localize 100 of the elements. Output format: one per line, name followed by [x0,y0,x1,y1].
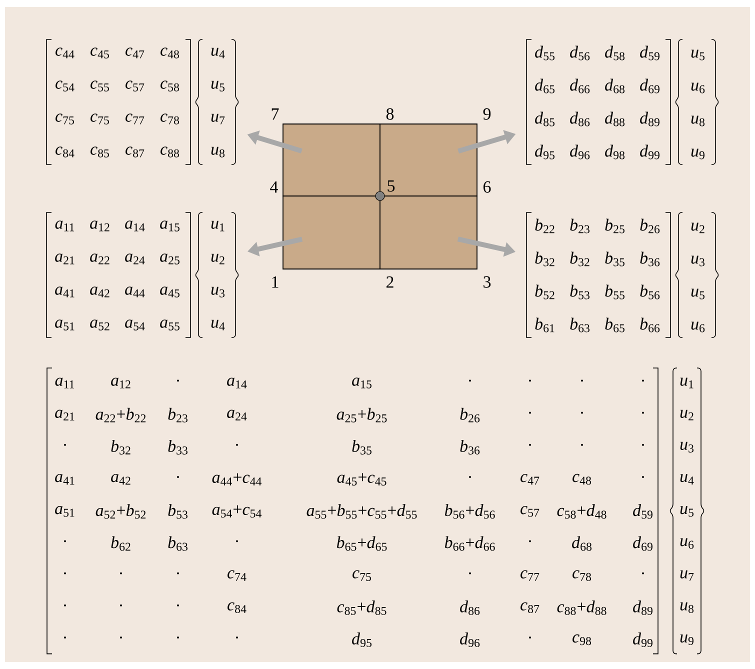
matrix-entry: a$_{41}$ [55,474,74,485]
matrix-entry: · [469,476,472,478]
matrix-entry: d$_{88}$ [605,112,625,126]
matrix-entry: b$_{32}$ [570,252,590,266]
matrix-entry: · [177,572,180,574]
matrix-entry: c$_{85}$+d$_{85}$ [337,600,386,615]
matrix-entry: · [64,444,66,446]
matrix-entry: d$_{85}$ [535,112,555,126]
matrix-entry: · [529,636,532,638]
matrix-entry: a$_{12}$ [111,378,130,388]
matrix-entry: · [177,636,180,638]
matrix-entry: · [64,540,66,542]
matrix-entry: · [529,444,532,446]
matrix-entry: c$_{58}$+d$_{48}$ [557,504,606,519]
matrix-entry: d$_{59}$ [633,504,652,519]
matrix-entry: b$_{65}$+d$_{65}$ [336,536,387,551]
matrix-entry: d$_{96}$ [570,144,590,160]
matrix-entry: a$_{14}$ [227,378,247,388]
matrix-entry: c$_{57}$ [126,80,144,92]
matrix-entry: a$_{15}$ [352,378,372,388]
matrix-entry: b$_{36}$ [640,252,660,266]
matrix-entry: b$_{25}$ [605,218,624,234]
matrix-entry: · [581,444,584,446]
mesh-element [380,124,478,196]
matrix-entry: · [120,604,122,606]
matrix-entry: a$_{55}$ [160,320,180,330]
matrix-entry: d$_{68}$ [572,536,592,551]
matrix-entry: a$_{41}$ [55,286,74,298]
matrix-entry: c$_{75}$ [56,114,74,124]
matrix-entry: b$_{23}$ [570,218,590,234]
matrix-entry: d$_{86}$ [460,600,480,615]
matrix-entry: a$_{42}$ [111,474,130,485]
matrix-entry: a$_{44}$+c$_{44}$ [212,473,262,486]
matrix-entry: d$_{99}$ [633,632,652,648]
matrix-entry: c$_{77}$ [126,114,144,124]
matrix-entry: · [177,476,180,478]
matrix-entry: u$_{8}$ [691,116,705,126]
matrix-entry: b$_{33}$ [168,440,188,454]
matrix-entry: · [236,444,238,446]
matrix-entry: d$_{56}$ [570,46,590,60]
matrix-entry: b$_{62}$ [111,536,130,551]
matrix-entry: c$_{48}$ [572,474,592,485]
matrix-entry: b$_{23}$ [168,408,188,422]
mesh-element [380,196,478,270]
matrix-entry: u$_{5}$ [211,80,225,92]
matrix-entry: b$_{36}$ [460,440,480,454]
matrix-entry: a$_{51}$ [55,506,74,517]
matrix-entry: · [177,380,180,382]
matrix-entry: c$_{55}$ [90,80,110,92]
node-number: 9 [483,108,491,120]
matrix-entry: a$_{52}$ [90,320,110,330]
matrix-entry: c$_{58}$ [160,80,180,92]
node-number: 1 [272,276,278,288]
matrix-entry: a$_{25}$ [160,254,180,264]
matrix-entry: b$_{66}$ [640,318,660,332]
matrix-entry: a$_{14}$ [125,220,145,232]
matrix-entry: b$_{53}$ [168,504,188,519]
matrix-entry: a$_{55}$+b$_{55}$+c$_{55}$+d$_{55}$ [306,504,417,519]
matrix-entry: · [64,604,66,606]
matrix-entry: · [177,604,180,606]
matrix-entry: a$_{22}$ [90,254,110,264]
matrix-entry: c$_{87}$ [126,146,144,158]
matrix-entry: u$_{2}$ [211,254,224,264]
matrix-entry: b$_{56}$+d$_{56}$ [444,504,495,519]
matrix-entry: a$_{25}$+b$_{25}$ [336,408,387,422]
matrix-entry: c$_{88}$ [160,146,180,158]
matrix-entry: u$_{7}$ [680,570,694,581]
matrix-entry: c$_{45}$ [90,48,110,58]
matrix-entry: u$_{2}$ [680,410,694,420]
matrix-entry: c$_{85}$ [90,146,110,158]
matrix-entry: c$_{75}$ [352,570,372,581]
matrix-entry: b$_{26}$ [460,408,480,422]
matrix-entry: b$_{35}$ [352,440,372,454]
matrix-entry: · [64,636,66,638]
matrix-entry: · [642,412,644,414]
matrix-entry: b$_{52}$ [535,284,554,300]
matrix-entry: c$_{48}$ [160,48,180,58]
matrix-entry: d$_{96}$ [460,632,480,648]
matrix-entry: u$_{2}$ [691,222,704,234]
matrix-entry: · [469,380,472,382]
matrix-entry: d$_{95}$ [535,144,555,160]
matrix-entry: d$_{68}$ [605,78,625,94]
matrix-entry: u$_{1}$ [211,220,224,232]
matrix-entry: u$_{8}$ [211,146,225,158]
matrix-entry: a$_{22}$+b$_{22}$ [96,408,146,422]
matrix-entry: a$_{45}$+c$_{45}$ [337,473,386,486]
matrix-entry: · [529,380,532,382]
matrix-entry: b$_{66}$+d$_{66}$ [444,536,495,551]
matrix-entry: u$_{4}$ [211,48,225,58]
matrix-entry: a$_{15}$ [160,220,180,232]
matrix-entry: d$_{89}$ [633,600,652,615]
matrix-entry: u$_{8}$ [680,602,694,613]
matrix-entry: u$_{9}$ [691,148,704,160]
matrix-entry: · [64,572,66,574]
matrix-entry: a$_{45}$ [160,286,180,298]
matrix-entry: c$_{87}$ [520,602,540,614]
matrix-entry: u$_{4}$ [680,474,694,484]
matrix-entry: b$_{53}$ [570,284,590,300]
matrix-entry: a$_{24}$ [227,410,247,420]
matrix-entry: c$_{44}$ [56,48,74,58]
